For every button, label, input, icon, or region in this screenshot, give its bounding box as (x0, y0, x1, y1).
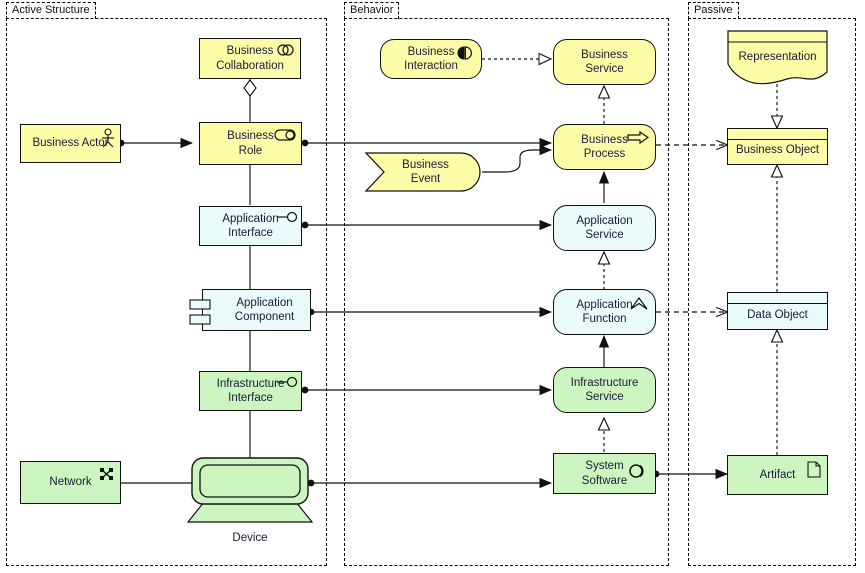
layer-label-active-structure: Active Structure (12, 4, 90, 16)
node-network[interactable]: Network (20, 461, 121, 504)
node-label: Data Object (747, 308, 808, 321)
node-artifact[interactable]: Artifact (727, 455, 828, 495)
object-header-bar (728, 129, 827, 140)
node-label: Device (232, 532, 268, 544)
layer-tab-active-structure: Active Structure (6, 2, 96, 19)
layer-container-active-structure (6, 18, 327, 566)
layer-tab-passive: Passive (688, 2, 739, 19)
node-label: Business Actor (32, 137, 109, 150)
node-business-actor[interactable]: Business Actor (20, 124, 121, 163)
layer-label-passive: Passive (694, 4, 733, 16)
node-label: Business Object (735, 144, 820, 157)
layer-label-behavior: Behavior (350, 4, 394, 16)
node-label-device: Device (200, 532, 300, 544)
node-label: Artifact (759, 468, 796, 481)
layer-container-passive (688, 18, 856, 566)
node-representation-label-wrap: Representation (727, 42, 828, 72)
object-header-bar (728, 293, 827, 304)
layer-container-behavior (344, 18, 669, 566)
system-software-icon (629, 464, 644, 478)
aggregation-diamond (243, 79, 257, 97)
node-label: Network (49, 476, 92, 489)
node-label: Representation (738, 50, 817, 63)
node-business-object[interactable]: Business Object (727, 128, 828, 165)
layer-tab-behavior: Behavior (344, 2, 400, 19)
node-data-object[interactable]: Data Object (727, 292, 828, 330)
network-icon (100, 468, 113, 480)
rel-event-process (482, 144, 553, 173)
artifact-icon (807, 461, 821, 478)
